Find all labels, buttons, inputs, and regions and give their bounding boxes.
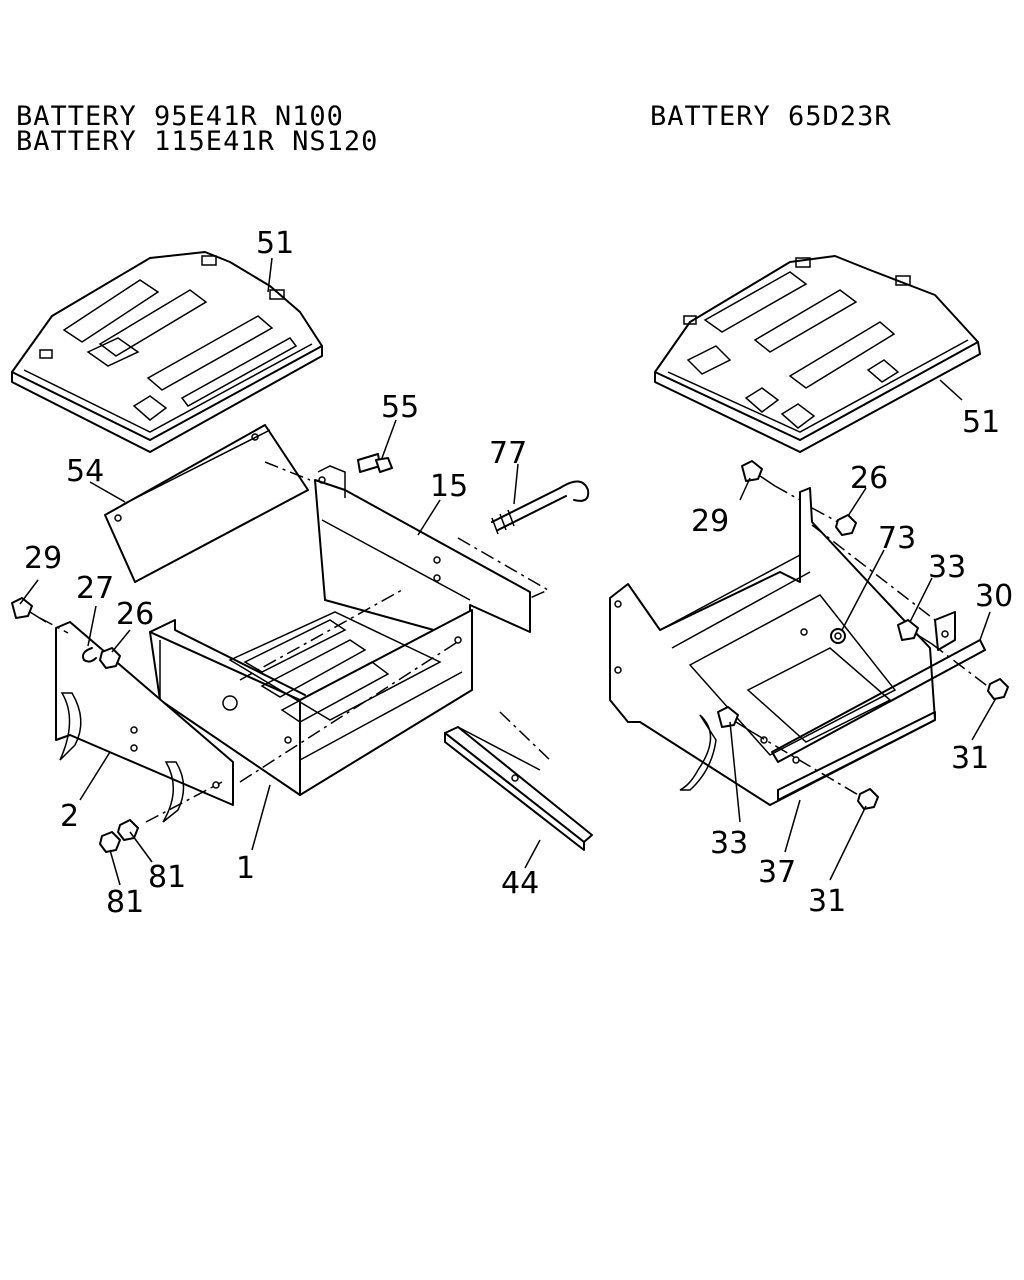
callout-right-29: 29 [691, 504, 729, 539]
left-nut-26 [99, 647, 121, 669]
left-bracket-15 [314, 465, 531, 641]
callout-left-44: 44 [501, 866, 539, 901]
callout-left-77: 77 [489, 436, 527, 471]
callout-left-81b: 81 [106, 885, 144, 920]
callout-left-26: 26 [116, 597, 154, 632]
right-bolt-33a [897, 619, 933, 645]
callout-right-33a: 33 [928, 550, 966, 585]
right-bracket-30 [934, 611, 956, 651]
callout-left-1: 1 [236, 851, 255, 886]
callout-right-51: 51 [962, 405, 1000, 440]
right-nut-31b [857, 788, 879, 810]
left-bolt-55 [357, 453, 393, 473]
left-battery-cover-51 [11, 251, 323, 453]
right-bolt-33b [717, 706, 753, 733]
callout-right-73: 73 [878, 521, 916, 556]
right-bolt-29 [741, 460, 776, 487]
callout-right-37: 37 [758, 855, 796, 890]
left-nut-81a [117, 819, 139, 841]
header-left-line1: BATTERY 95E41R N100 [16, 101, 344, 132]
callout-left-51: 51 [256, 226, 294, 261]
callout-right-31b: 31 [808, 884, 846, 919]
left-battery-tray-1 [149, 609, 473, 796]
callout-left-54: 54 [66, 454, 104, 489]
callout-right-30: 30 [975, 579, 1013, 614]
left-clip-27 [82, 647, 97, 663]
callout-left-15: 15 [430, 469, 468, 504]
header-left-line2: BATTERY 115E41R NS120 [16, 126, 378, 157]
callout-left-2: 2 [60, 799, 79, 834]
left-nut-81b [99, 831, 121, 853]
callout-left-27: 27 [76, 571, 114, 606]
right-nut-26 [835, 514, 857, 536]
callout-left-55: 55 [381, 390, 419, 425]
left-pad-44 [444, 726, 593, 851]
callout-right-31a: 31 [951, 741, 989, 776]
callout-left-29: 29 [24, 541, 62, 576]
left-heat-shield-54 [104, 424, 309, 583]
right-nut-31a [987, 678, 1009, 700]
left-jbolt-77 [491, 480, 590, 535]
callout-right-26: 26 [850, 461, 888, 496]
right-battery-tray [609, 487, 986, 806]
right-washer-73 [830, 628, 846, 644]
callout-right-33b: 33 [710, 826, 748, 861]
callout-left-81a: 81 [148, 860, 186, 895]
header-right-line1: BATTERY 65D23R [650, 101, 892, 132]
right-battery-cover-51 [654, 255, 981, 453]
left-side-stay-2 [55, 621, 234, 823]
